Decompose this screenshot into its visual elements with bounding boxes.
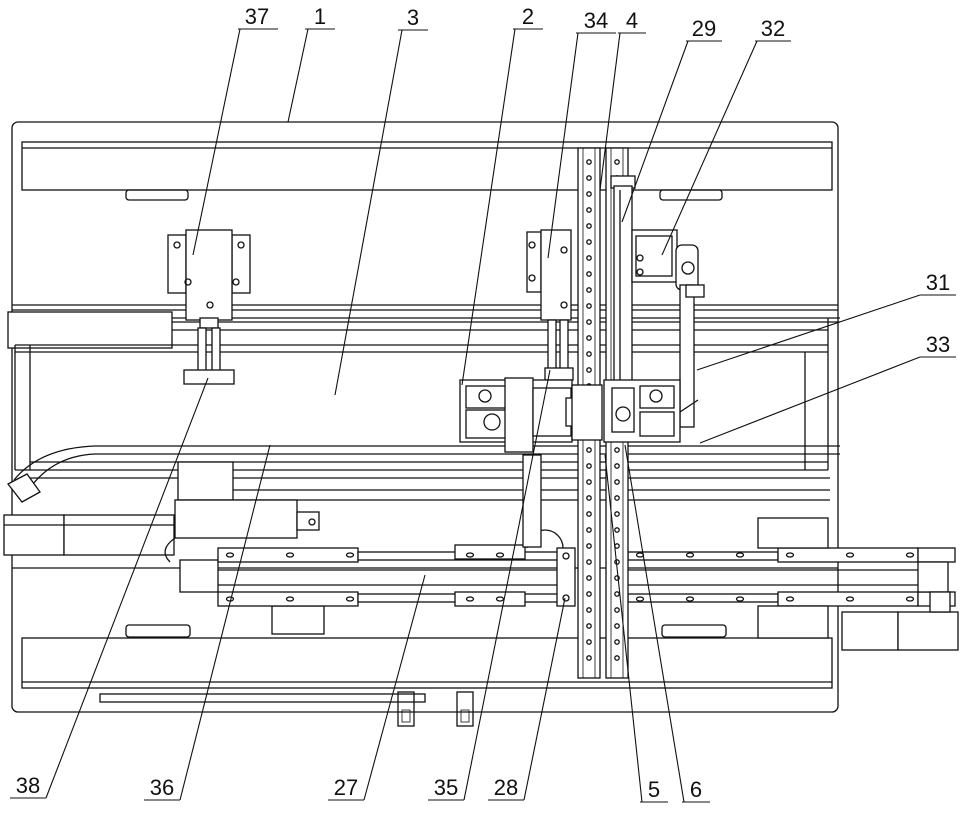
label-29: 29 (692, 16, 716, 41)
right-upper-block (758, 518, 828, 548)
rail-right-bottom (778, 592, 918, 606)
rod-upper-edge (14, 446, 840, 480)
label-37: 37 (245, 4, 269, 29)
bracket-37-collar (200, 318, 218, 328)
label-34: 34 (584, 8, 608, 33)
carriage-right-box (604, 380, 680, 442)
label-3: 3 (407, 5, 419, 30)
left-motor-top (178, 462, 233, 500)
left-lower-block-a (4, 515, 64, 555)
left-motor-body (175, 500, 297, 538)
leader-3 (335, 30, 402, 395)
label-38: 38 (16, 773, 40, 798)
label-5: 5 (648, 777, 660, 802)
label-35: 35 (434, 775, 458, 800)
bottom-bracket-right (457, 692, 473, 726)
label-6: 6 (690, 777, 702, 802)
label-27: 27 (334, 775, 358, 800)
bracket-37-body (186, 230, 232, 320)
component-32 (632, 230, 698, 290)
leader-1 (288, 29, 308, 122)
rail-right-mid-top (628, 552, 778, 560)
leader-34 (548, 33, 578, 258)
right-motor-a (842, 612, 898, 650)
carriage-center-block-5 (572, 385, 602, 440)
bracket-37-pad (184, 370, 234, 384)
right-motor-tab (930, 592, 950, 612)
rail-end-left (180, 560, 218, 592)
component-31 (680, 285, 704, 427)
right-motor-b (898, 612, 958, 650)
rod-36 (8, 446, 840, 502)
bracket-37-ear-left (168, 235, 186, 293)
rail-left-bottom (218, 592, 358, 606)
label-4: 4 (626, 8, 638, 33)
top-slot-left (126, 190, 188, 200)
bracket-34-ear (527, 232, 541, 292)
rail-end-right-block (918, 562, 948, 592)
label-31: 31 (926, 270, 950, 295)
leader-28 (524, 598, 565, 800)
carriage-2 (460, 378, 680, 452)
leader-2 (462, 29, 515, 385)
left-rail-block (8, 312, 172, 348)
leader-33 (700, 357, 920, 443)
component-31-bar (680, 285, 694, 427)
bracket-34-rod-a (548, 320, 556, 370)
label-36: 36 (150, 775, 174, 800)
leader-6 (625, 445, 684, 802)
label-32: 32 (761, 16, 785, 41)
rail-left-top (218, 548, 358, 562)
right-lower-block (758, 606, 828, 638)
leader-31 (697, 295, 920, 370)
left-motor-tab (297, 512, 319, 530)
top-slot-right (660, 190, 722, 200)
slider-bottom (455, 592, 525, 606)
bracket-37-rod-a (198, 328, 206, 372)
bottom-slot-right (662, 625, 726, 637)
label-1: 1 (314, 4, 326, 29)
middle-guide-section (8, 312, 840, 500)
component-31-screw (686, 285, 704, 297)
label-33: 33 (926, 332, 950, 357)
bottom-strip (100, 694, 425, 702)
bracket-37 (168, 230, 250, 384)
bottom-plate-bar (22, 638, 832, 688)
bracket-34-rod-b (560, 320, 568, 370)
label-2: 2 (522, 4, 534, 29)
clamp-28 (557, 548, 575, 606)
lower-support-bar (523, 455, 541, 547)
label-28: 28 (494, 775, 518, 800)
bottom-slot-left (126, 625, 190, 637)
bottom-bracket-left (398, 692, 414, 726)
bracket-37-rod-b (212, 328, 220, 372)
rail-right-top (778, 548, 918, 562)
left-lower-block-b (64, 515, 174, 555)
bracket-35 (505, 378, 533, 452)
rail-end-right-top (918, 548, 955, 562)
lower-left-small-block (272, 606, 324, 634)
leader-29 (622, 41, 688, 222)
component-32-handle (676, 245, 698, 290)
base-frame (12, 122, 838, 726)
frame-outer (12, 122, 838, 712)
cylinder-body (614, 186, 632, 381)
top-plate-bar (22, 142, 832, 190)
lower-support (523, 455, 541, 547)
